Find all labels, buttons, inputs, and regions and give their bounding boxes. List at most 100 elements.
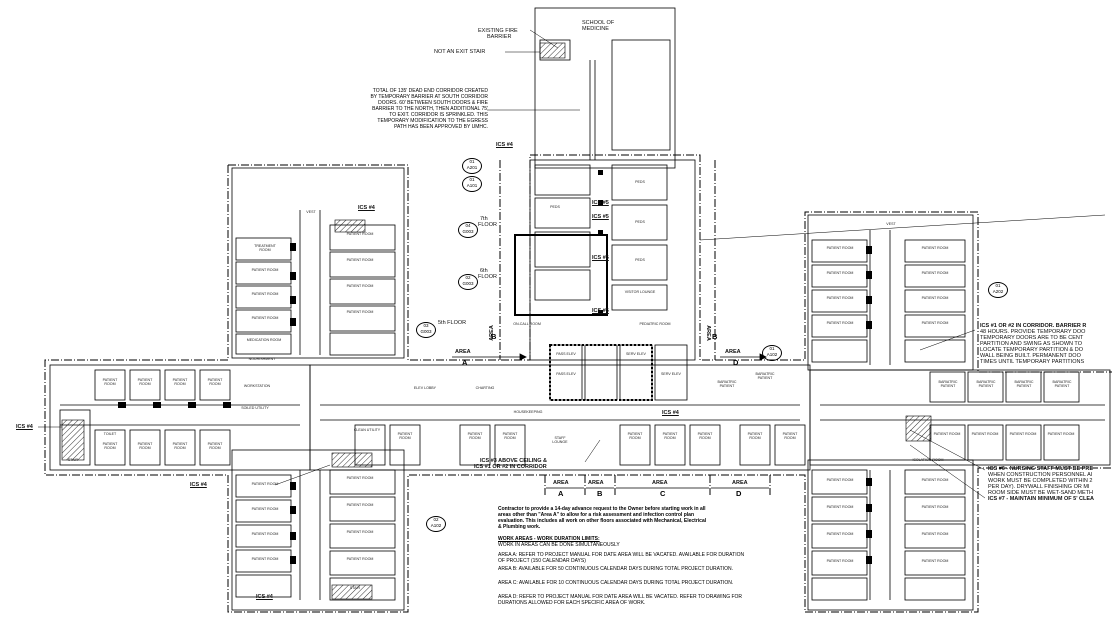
bottom-area-label-d: AREA bbox=[732, 480, 748, 486]
ics7-note: ICS #7 - MAINTAIN MINIMUM OF 5' CLEA bbox=[988, 496, 1095, 502]
room-label: SERV ELEV bbox=[661, 372, 681, 376]
room-label: PEDS bbox=[635, 258, 645, 262]
east-wing-lower bbox=[807, 459, 974, 611]
room-label: PATIENT ROOM bbox=[921, 321, 949, 325]
room-label: PATIENT ROOM bbox=[921, 296, 949, 300]
room-label: PATIENT ROOM bbox=[207, 442, 223, 450]
area-b-note: AREA B: AVAILABLE FOR 50 CONTINUOUS CALE… bbox=[498, 566, 733, 572]
room-label: PATIENT ROOM bbox=[346, 310, 374, 314]
room-label: BARIATRIC PATIENT bbox=[1052, 380, 1072, 388]
room-label: PATIENT ROOM bbox=[921, 246, 949, 250]
room-label: PATIENT ROOM bbox=[251, 268, 279, 272]
bottom-area-label-c: AREA bbox=[652, 480, 668, 486]
ics5-tag-1: ICS #5 bbox=[592, 200, 609, 206]
room-label: CHARTING bbox=[475, 386, 495, 390]
room-label: PATIENT ROOM bbox=[346, 557, 374, 561]
room-label: PATIENT ROOM bbox=[933, 432, 961, 436]
ics4-tag-bottom: ICS #4 bbox=[256, 594, 273, 600]
area-d-marker: D bbox=[733, 358, 739, 367]
room-label: PATIENT ROOM bbox=[346, 503, 374, 507]
bottom-area-d: D bbox=[736, 489, 742, 498]
not-exit-label: NOT AN EXIT STAIR bbox=[434, 49, 486, 55]
ics-right-note-4: PARTITION AND SWING AS SHOWN TO bbox=[980, 341, 1082, 347]
room-label: PEDS bbox=[550, 205, 560, 209]
ics-right-note-3: TEMPORARY DOORS ARE TO BE CENT bbox=[980, 335, 1084, 341]
ics4-tag-west: ICS #4 bbox=[358, 205, 375, 211]
room-label: PATIENT ROOM bbox=[921, 271, 949, 275]
room-label: PATIENT ROOM bbox=[102, 442, 118, 450]
room-label: PATIENT ROOM bbox=[826, 532, 854, 536]
central-tower bbox=[529, 159, 696, 361]
ics-right-note-5: LOCATE TEMPORARY PARTITION & DO bbox=[980, 347, 1083, 353]
room-label: PASS ELEV bbox=[556, 372, 576, 376]
room-label: PATIENT ROOM bbox=[971, 432, 999, 436]
ics-right-note-2: 48 HOURS. PROVIDE TEMPORARY DOO bbox=[980, 329, 1086, 335]
dead-end-note: TOTAL OF 135' DEAD END CORRIDOR CREATED … bbox=[370, 88, 488, 130]
room-label: ISOLATION ROOM bbox=[912, 458, 944, 462]
room-label: PATIENT ROOM bbox=[346, 232, 374, 236]
room-label: PATIENT ROOM bbox=[921, 559, 949, 563]
room-label: PATIENT ROOM bbox=[826, 246, 854, 250]
fire-barrier-label-1: EXISTING FIRE bbox=[478, 28, 518, 34]
room-label: PATIENT ROOM bbox=[826, 559, 854, 563]
room-label: PATIENT ROOM bbox=[346, 284, 374, 288]
ics-right-note-7: TIMES UNTIL TEMPORARY PARTITIONS bbox=[980, 359, 1085, 365]
ics5-tag-2: ICS #5 bbox=[592, 214, 609, 220]
floor-7th: 7th bbox=[480, 216, 488, 222]
room-label: ON-CALL ROOM bbox=[513, 322, 541, 326]
east-corridor bbox=[809, 369, 1111, 466]
east-wing-upper bbox=[807, 214, 974, 371]
floor-6th-b: FLOOR bbox=[478, 274, 497, 280]
room-label: VISITOR LOUNGE bbox=[624, 290, 656, 294]
ics5-tag-3: ICS #5 bbox=[592, 255, 609, 261]
ics4-tag-north: ICS #4 bbox=[496, 142, 513, 148]
ics-right-note-6: WALL BEING BUILT. PERMANENT DOO bbox=[980, 353, 1081, 359]
room-label: PATIENT ROOM bbox=[102, 378, 118, 386]
area-label-east: AREA bbox=[725, 349, 741, 355]
room-label: PATIENT ROOM bbox=[826, 321, 854, 325]
ics6-note-2: WHEN CONSTRUCTION PERSONNEL AI bbox=[988, 472, 1093, 478]
work-areas-heading: WORK AREAS - WORK DURATION LIMITS: bbox=[498, 536, 600, 542]
room-label: MEDICATION ROOM bbox=[246, 338, 282, 342]
room-label: HOUSEKEEPING bbox=[513, 410, 543, 414]
area-a-marker: A bbox=[462, 358, 468, 367]
room-label: BARIATRIC PATIENT bbox=[717, 380, 737, 388]
west-wing-upper bbox=[231, 167, 405, 359]
bottom-area-c: C bbox=[660, 489, 666, 498]
ics4-tag-southwest: ICS #4 bbox=[190, 482, 207, 488]
room-label: PATIENT ROOM bbox=[346, 530, 374, 534]
room-label: PATIENT ROOM bbox=[172, 442, 188, 450]
room-label: SOILED UTILITY bbox=[241, 406, 269, 410]
room-label: PATIENT ROOM bbox=[207, 378, 223, 386]
room-label: TOILET bbox=[103, 432, 117, 436]
area-b-marker-right: B bbox=[712, 332, 718, 341]
room-label: PATIENT ROOM bbox=[747, 432, 763, 440]
room-label: PATIENT ROOM bbox=[921, 505, 949, 509]
room-label: BARIATRIC PATIENT bbox=[1014, 380, 1034, 388]
bottom-area-a: A bbox=[558, 489, 564, 498]
room-label: CLEAN UTILITY bbox=[353, 428, 381, 432]
area-b-marker-left: B bbox=[491, 332, 497, 341]
area-c-note: AREA C: AVAILABLE FOR 10 CONTINUOUS CALE… bbox=[498, 580, 734, 586]
ics-in-corridor: ICS #1 OR #2 IN CORRIDOR bbox=[474, 464, 547, 470]
room-label: NOURISHMENT bbox=[248, 357, 276, 361]
room-label: PATIENT ROOM bbox=[346, 476, 374, 480]
room-label: PATIENT ROOM bbox=[137, 378, 153, 386]
floor-6th: 6th bbox=[480, 268, 488, 274]
room-label: PATIENT ROOM bbox=[826, 505, 854, 509]
ics6-note-4: PER DAY). DRYWALL FINISHING OR MI bbox=[988, 484, 1090, 490]
general-notes-intro: Contractor to provide a 14-day advance r… bbox=[498, 506, 707, 530]
room-label: PATIENT ROOM bbox=[251, 292, 279, 296]
room-label: PATIENT ROOM bbox=[251, 532, 279, 536]
bottom-area-label-b: AREA bbox=[588, 480, 604, 486]
room-label: PATIENT ROOM bbox=[251, 507, 279, 511]
